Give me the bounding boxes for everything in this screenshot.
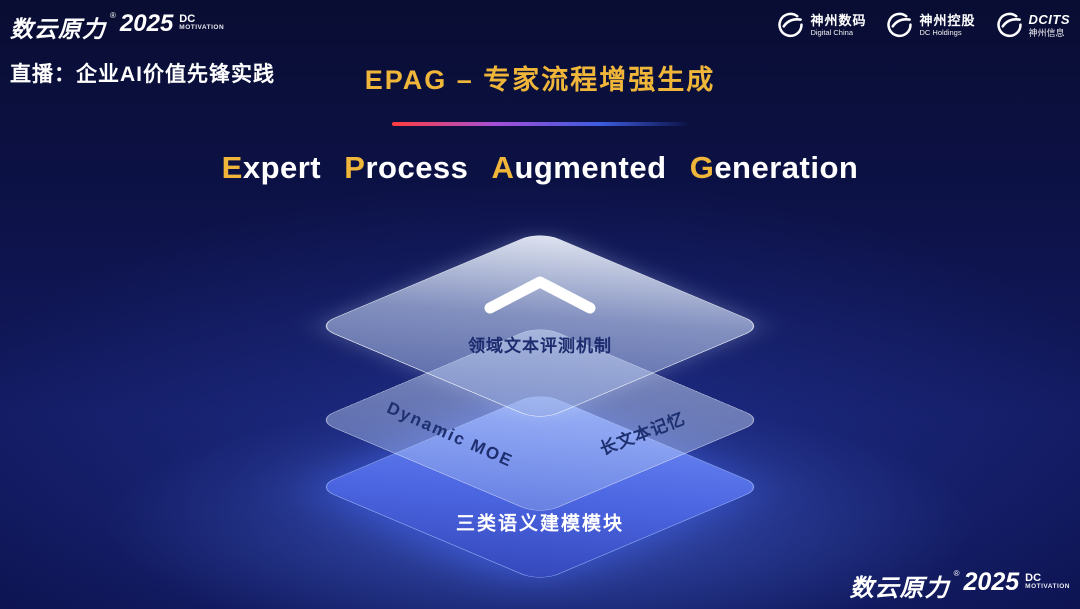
- logo-name: 神州控股: [919, 12, 976, 28]
- brand-year: 2025: [119, 10, 174, 37]
- brand-registered-mark: ®: [953, 569, 960, 578]
- logo-subtitle: DC Holdings: [919, 27, 962, 37]
- brand-year: 2025: [963, 568, 1020, 596]
- logo-name: DCITS: [1028, 11, 1070, 27]
- corporate-logos: 神州数码 Digital China 神州控股 DC Holdings DCIT…: [777, 12, 1070, 39]
- live-stream-label: 直播：企业AI价值先锋实践: [10, 63, 275, 86]
- swoosh-circle-icon: [778, 12, 804, 38]
- english-subtitle: Expert Process Augmented Generation: [221, 150, 859, 185]
- brand-logo-top-left: 数云原力 ® 2025 DC MOTIVATION: [10, 10, 224, 44]
- brand-subtitle: DC MOTIVATION: [1025, 572, 1070, 590]
- brand-name: 数云原力: [849, 575, 950, 602]
- logo-name: 神州数码: [810, 12, 867, 28]
- gradient-divider: [392, 122, 688, 126]
- logo-digital-china: 神州数码 Digital China: [777, 12, 866, 39]
- swoosh-circle-icon: [996, 12, 1022, 38]
- chevron-up-icon: [484, 276, 596, 314]
- brand-subtitle: DC MOTIVATION: [179, 13, 225, 31]
- top-layer-label: 领域文本评测机制: [468, 336, 612, 356]
- brand-registered-mark: ®: [110, 11, 116, 20]
- logo-dc-holdings: 神州控股 DC Holdings: [886, 12, 975, 39]
- swoosh-circle-icon: [887, 12, 913, 38]
- logo-subtitle: Digital China: [810, 27, 853, 37]
- logo-subtitle: 神州信息: [1028, 27, 1065, 38]
- bottom-layer-label: 三类语义建模模块: [455, 513, 625, 535]
- logo-dcits: DCITS 神州信息: [996, 12, 1071, 39]
- layered-stack-diagram: 领域文本评测机制 Dynamic MOE 长文本记忆 三类语义建模模块: [300, 230, 780, 592]
- brand-logo-bottom-right: 数云原力 ® 2025 DC MOTIVATION: [850, 568, 1070, 603]
- brand-name: 数云原力: [10, 16, 106, 42]
- page-title: EPAG – 专家流程增强生成: [364, 65, 716, 95]
